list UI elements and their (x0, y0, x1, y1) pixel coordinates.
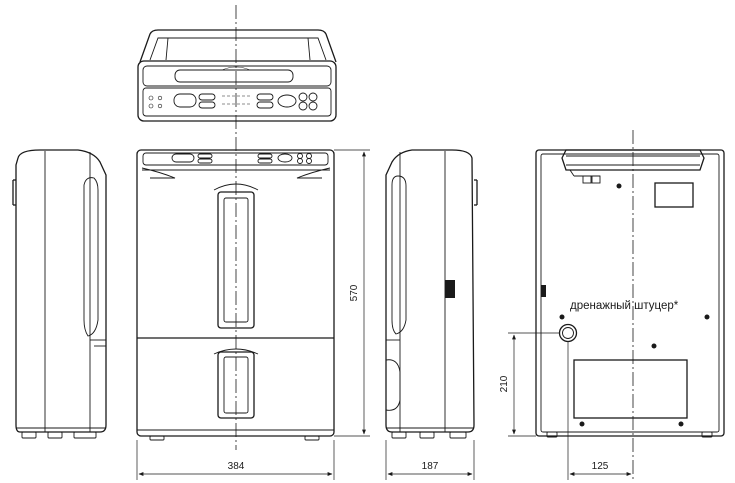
top-view (137, 29, 337, 122)
left-side-view (12, 149, 107, 439)
dimension-depth: 187 (385, 440, 475, 480)
dim-drain-height-value: 210 (499, 375, 510, 392)
rear-view (535, 149, 725, 438)
dim-height-value: 570 (349, 284, 360, 301)
dimension-height: 570 (334, 149, 370, 437)
dimension-drain-offset: 125 (567, 342, 632, 480)
center-lines (235, 5, 634, 480)
dim-depth-value: 187 (422, 461, 439, 472)
dim-width-value: 384 (228, 461, 245, 472)
front-view (136, 149, 335, 441)
dimension-drain-height: 210 (499, 332, 560, 437)
right-side-view (385, 149, 478, 439)
dimension-width: 384 (136, 440, 335, 480)
dim-drain-offset-value: 125 (592, 461, 609, 472)
drain-fitting-label: дренажный штуцер* (570, 300, 679, 312)
